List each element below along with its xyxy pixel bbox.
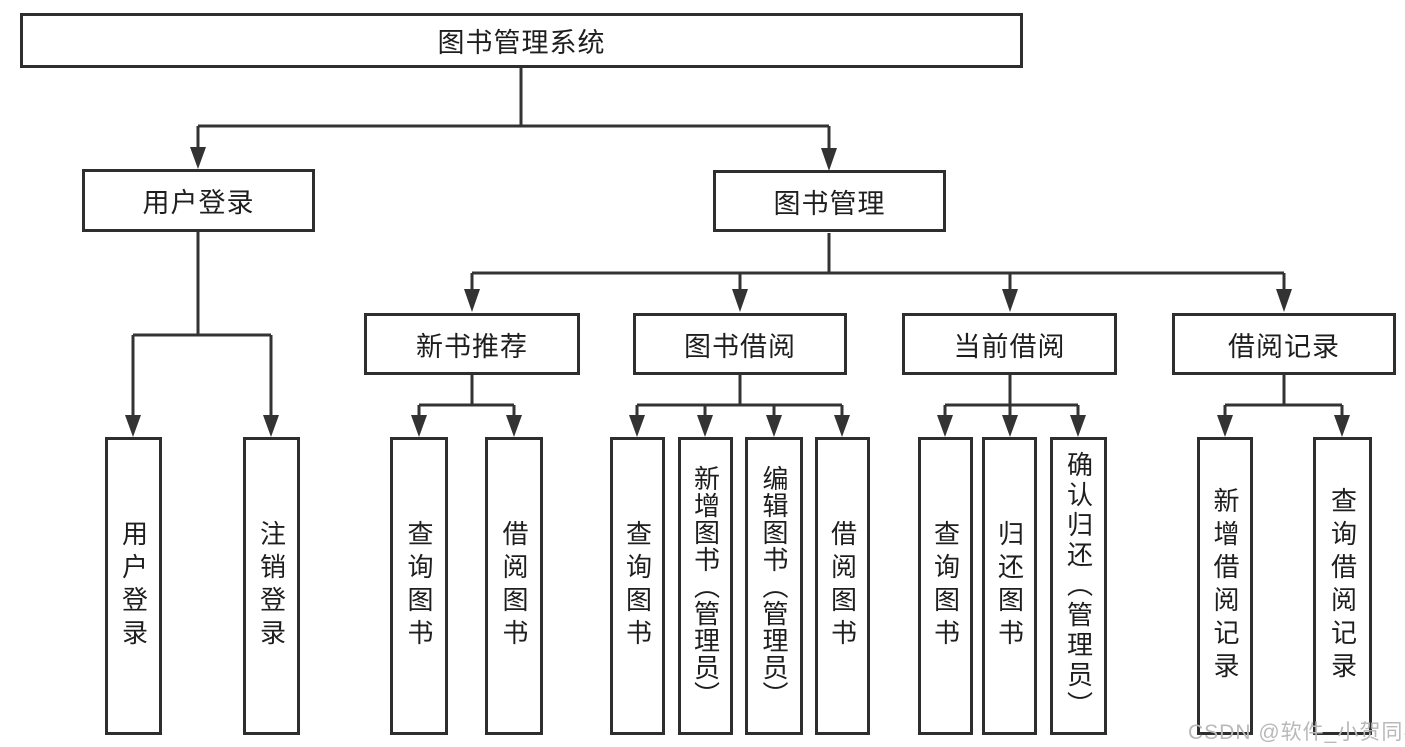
- node-label: 图书借阅: [684, 331, 796, 362]
- node-label: 借阅记录: [1228, 331, 1340, 362]
- node-book-borrow: 图书借阅: [633, 313, 847, 375]
- connector-user-login-to-children: [125, 232, 279, 437]
- node-label: 查询图书: [404, 520, 434, 652]
- leaf-query-books-recommend: 查询图书: [390, 437, 448, 735]
- node-label: 归还图书: [994, 520, 1025, 652]
- leaf-borrow-books-borrow: 借阅图书: [815, 437, 870, 735]
- node-label: 借阅图书: [827, 520, 858, 652]
- node-root: 图书管理系统: [20, 13, 1023, 68]
- leaf-query-books-current: 查询图书: [918, 437, 973, 735]
- leaf-query-borrow-record: 查询借阅记录: [1313, 437, 1372, 735]
- connector-current-borrow-to-children: [937, 375, 1086, 437]
- node-user-login: 用户登录: [82, 169, 315, 232]
- connector-book-management-to-children: [464, 233, 1292, 312]
- connector-new-book-recommend-to-children: [411, 375, 522, 437]
- connector-book-borrow-to-children: [629, 375, 850, 437]
- leaf-edit-books-admin: 编辑图书（管理员）: [745, 437, 803, 735]
- node-new-book-recommend: 新书推荐: [364, 313, 580, 375]
- leaf-user-login: 用户登录: [105, 437, 162, 735]
- node-label: 注销登录: [256, 520, 287, 652]
- node-label: 新书推荐: [416, 331, 528, 362]
- node-current-borrow: 当前借阅: [902, 313, 1117, 375]
- leaf-borrow-books-recommend: 借阅图书: [485, 437, 543, 735]
- node-label: 查询借阅记录: [1327, 487, 1358, 685]
- connector-borrow-records-to-children: [1217, 375, 1350, 437]
- leaf-add-borrow-record: 新增借阅记录: [1197, 437, 1253, 735]
- leaf-return-books: 归还图书: [982, 437, 1037, 735]
- node-label: 新增图书（管理员）: [690, 464, 721, 708]
- node-label: 查询图书: [930, 520, 961, 652]
- node-label: 新增借阅记录: [1210, 487, 1240, 685]
- node-label: 用户登录: [142, 188, 255, 218]
- node-label: 确认归还（管理员）: [1063, 451, 1094, 721]
- node-label: 查询图书: [622, 520, 653, 652]
- leaf-confirm-return-admin: 确认归还（管理员）: [1050, 437, 1107, 735]
- connector-root-to-level2: [190, 68, 837, 171]
- node-borrow-records: 借阅记录: [1172, 313, 1396, 375]
- leaf-query-books-borrow: 查询图书: [610, 437, 665, 735]
- node-label: 图书管理系统: [437, 28, 606, 58]
- leaf-logout-login: 注销登录: [243, 437, 300, 735]
- node-label: 当前借阅: [953, 331, 1066, 362]
- leaf-add-books-admin: 新增图书（管理员）: [678, 437, 733, 735]
- node-label: 编辑图书（管理员）: [759, 464, 789, 708]
- node-book-management: 图书管理: [713, 170, 946, 232]
- node-label: 借阅图书: [499, 520, 529, 652]
- node-label: 用户登录: [118, 520, 149, 652]
- node-label: 图书管理: [773, 188, 886, 219]
- watermark: CSDN @软件_小贺同学: [1188, 721, 1405, 744]
